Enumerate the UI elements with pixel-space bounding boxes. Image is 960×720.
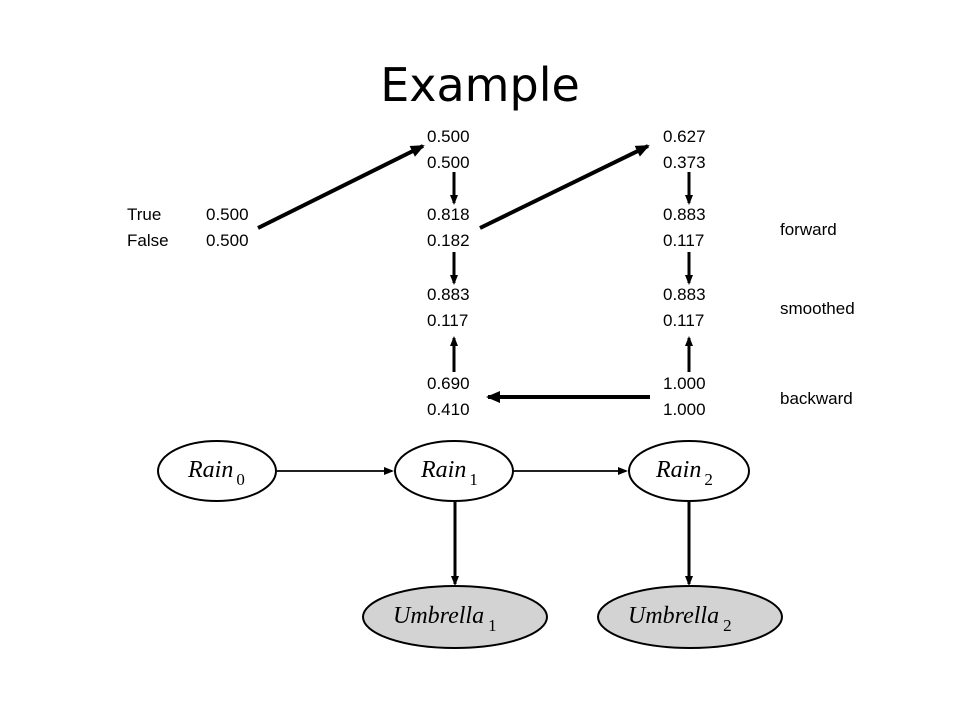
node-rain0-name: Rain <box>187 457 233 483</box>
legend-backward: backward <box>780 389 853 408</box>
node-rain0-sub: 0 <box>236 470 245 489</box>
col2-smoothed-false: 0.117 <box>663 311 704 330</box>
col2-backward-false: 1.000 <box>663 400 706 419</box>
node-umbrella1-sub: 1 <box>488 616 497 635</box>
node-rain1-name: Rain <box>420 457 466 483</box>
arrow-prior-to-predict1 <box>257 144 425 230</box>
col1-forward-true: 0.818 <box>427 205 470 224</box>
node-umbrella2-sub: 2 <box>723 616 732 635</box>
label-true: True <box>127 205 161 224</box>
col1-predict-false: 0.500 <box>427 153 470 172</box>
col1-predict-true: 0.500 <box>427 127 470 146</box>
col1-backward-false: 0.410 <box>427 400 470 419</box>
prior-true: 0.500 <box>206 205 249 224</box>
node-rain2-sub: 2 <box>704 470 713 489</box>
node-umbrella1-name: Umbrella <box>393 603 484 629</box>
col2-forward-true: 0.883 <box>663 205 706 224</box>
slide-title: Example <box>380 58 580 112</box>
col2-predict-true: 0.627 <box>663 127 706 146</box>
arrow-forward1-to-predict2 <box>479 144 650 230</box>
legend-forward: forward <box>780 220 837 239</box>
node-rain2-name: Rain <box>655 457 701 483</box>
col1-smoothed-true: 0.883 <box>427 285 470 304</box>
col1-backward-true: 0.690 <box>427 374 470 393</box>
prior-false: 0.500 <box>206 231 249 250</box>
col1-forward-false: 0.182 <box>427 231 470 250</box>
legend-smoothed: smoothed <box>780 299 855 318</box>
node-rain1-sub: 1 <box>469 470 478 489</box>
col1-smoothed-false: 0.117 <box>427 311 468 330</box>
col2-smoothed-true: 0.883 <box>663 285 706 304</box>
col2-predict-false: 0.373 <box>663 153 706 172</box>
col2-backward-true: 1.000 <box>663 374 706 393</box>
col2-forward-false: 0.117 <box>663 231 704 250</box>
node-umbrella2-name: Umbrella <box>628 603 719 629</box>
label-false: False <box>127 231 169 250</box>
